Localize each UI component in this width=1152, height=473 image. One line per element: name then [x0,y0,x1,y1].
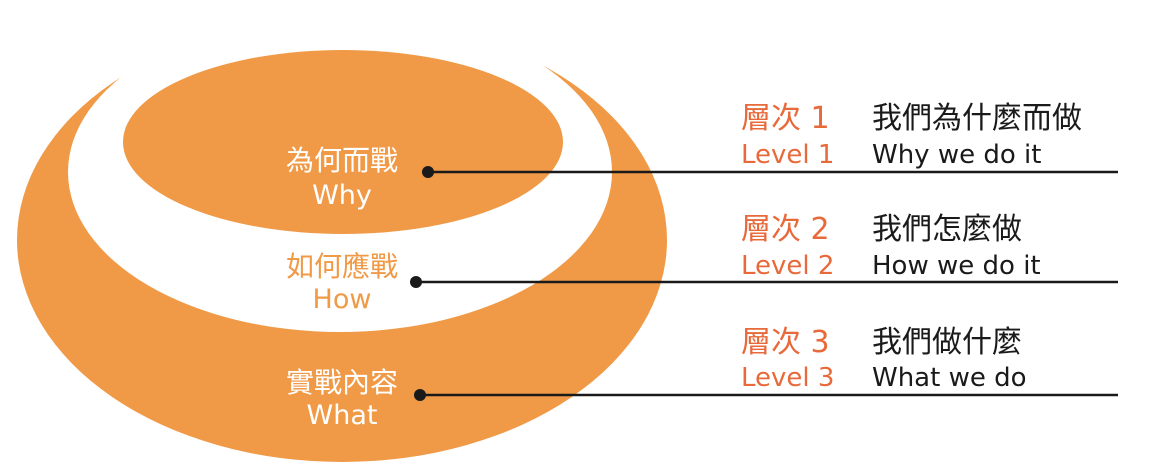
ring-label-what-en: What [307,400,378,431]
ring-label-how-en: How [313,284,372,315]
level-1-zh-label: 層次 1 [741,101,830,136]
ring-label-why-zh: 為何而戰 [286,144,398,177]
inner-core-why [123,50,563,234]
ring-label-how-zh: 如何應戰 [286,250,398,283]
level-3-zh-label: 層次 3 [741,325,830,360]
level-1-en-label: Level 1 [741,140,834,170]
level-3-zh-desc: 我們做什麼 [872,325,1022,360]
level-3-en-desc: What we do [872,363,1027,393]
leader-dot-level-1 [422,166,434,178]
leader-dot-level-2 [410,276,422,288]
level-2-en-label: Level 2 [741,251,834,281]
level-2-zh-label: 層次 2 [741,212,830,247]
ring-label-what-zh: 實戰內容 [286,366,398,399]
level-2-zh-desc: 我們怎麼做 [872,212,1022,247]
level-1-en-desc: Why we do it [872,140,1041,170]
leader-dot-level-3 [414,389,426,401]
level-3-en-label: Level 3 [741,363,834,393]
ring-label-why-en: Why [312,180,372,211]
level-2-en-desc: How we do it [872,251,1041,281]
level-1-zh-desc: 我們為什麼而做 [872,101,1082,136]
